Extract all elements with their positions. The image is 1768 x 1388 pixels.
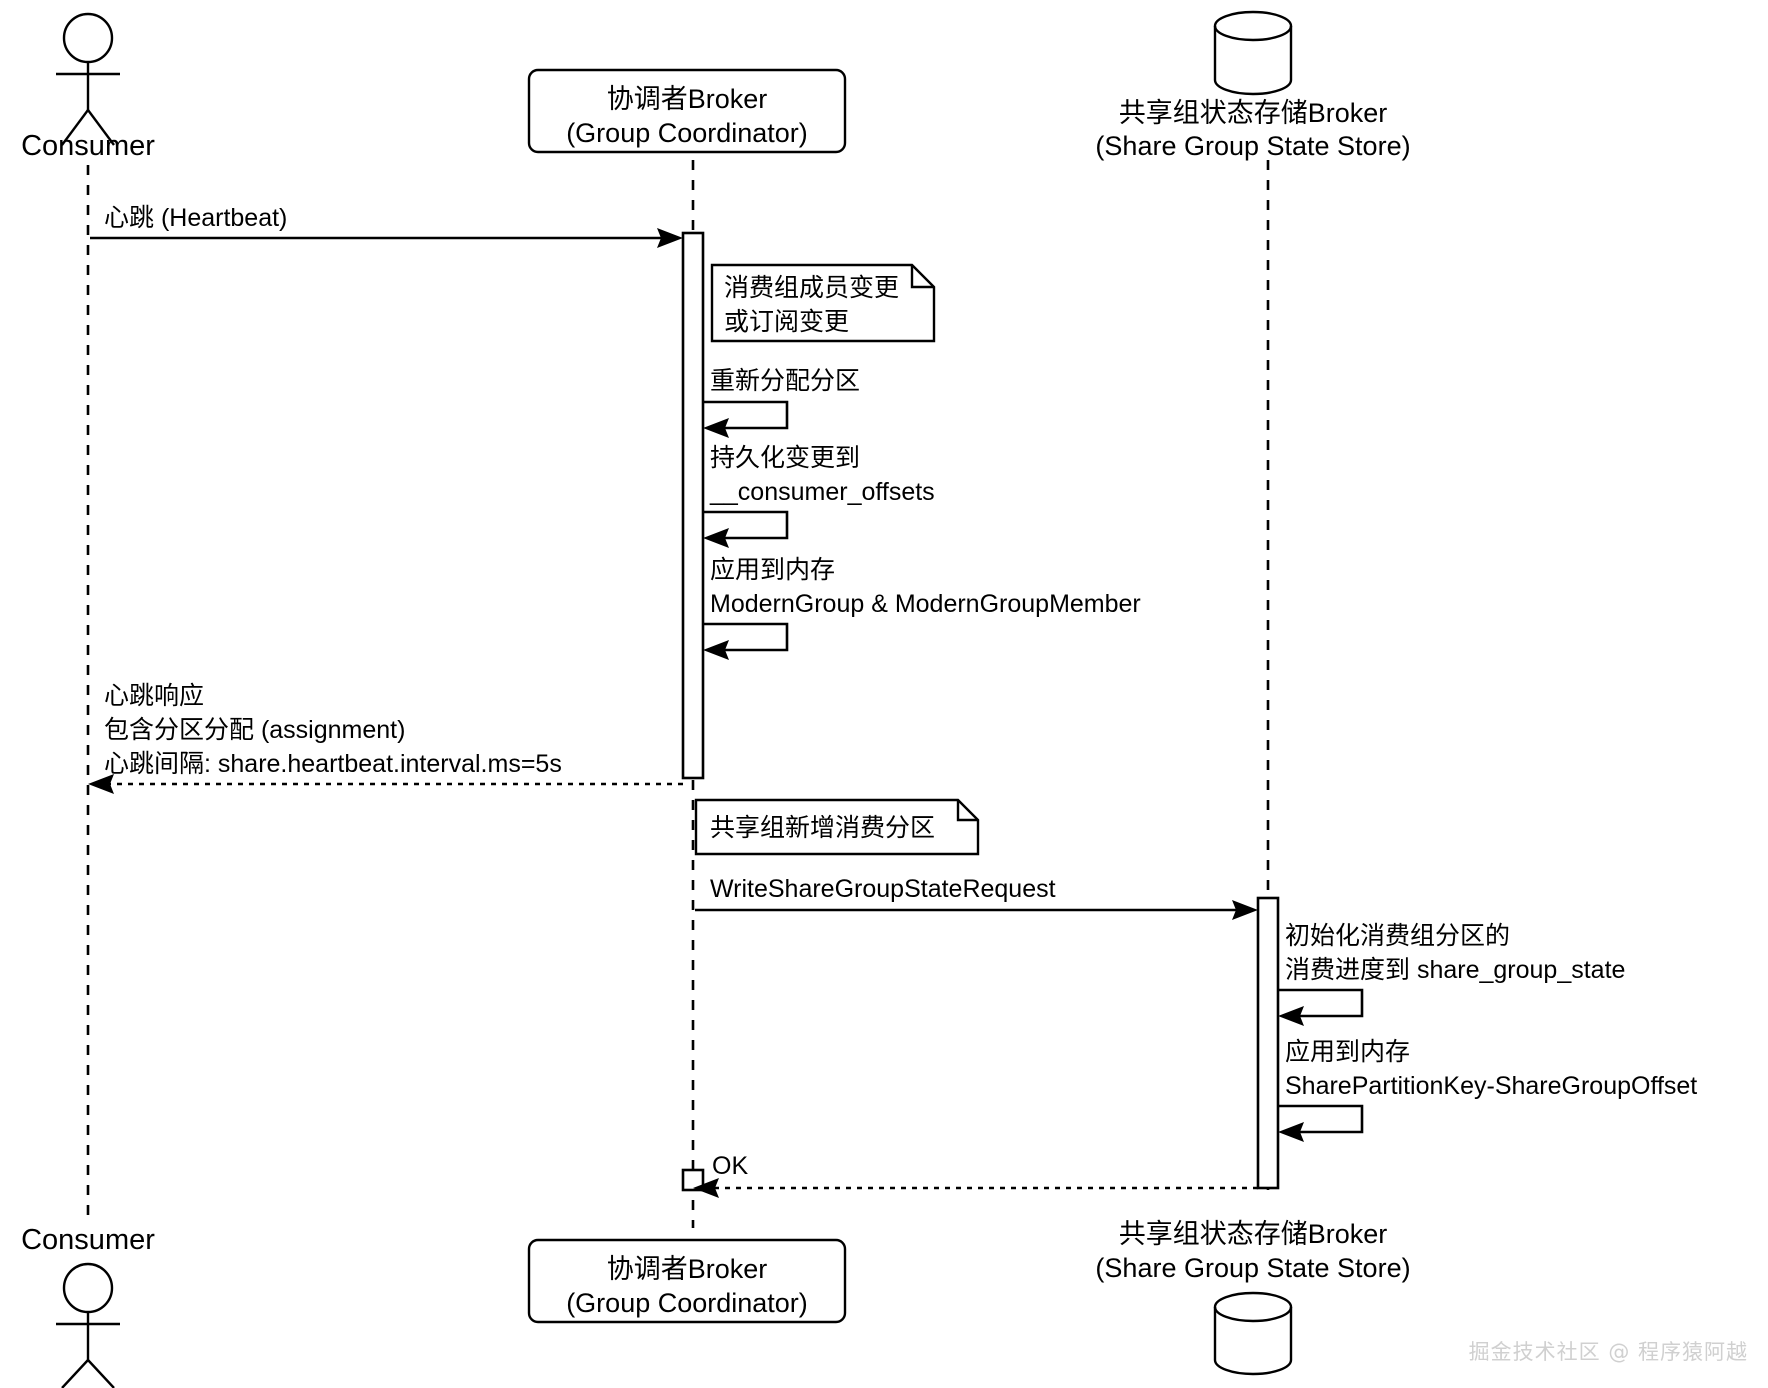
participant-label-statestore-bottom-line2: (Share Group State Store) <box>1095 1253 1410 1283</box>
note-note2: 共享组新增消费分区 <box>694 798 980 856</box>
database-bottom-body-icon <box>1213 1307 1293 1376</box>
participant-label-coordinator-top-line1: 协调者Broker <box>607 84 768 114</box>
message-label-m8-line2: SharePartitionKey-ShareGroupOffset <box>1285 1072 1697 1100</box>
message-arrowhead-m3 <box>703 528 729 548</box>
note-note1: 消费组成员变更 或订阅变更 <box>710 263 936 343</box>
message-m5-heartbeat-response[interactable]: 心跳响应 包含分区分配 (assignment) 心跳间隔: share.hea… <box>88 682 683 794</box>
participant-label-coordinator-bottom-line1: 协调者Broker <box>607 1254 768 1284</box>
message-label-m4-line1: 应用到内存 <box>710 556 835 584</box>
participant-consumer-top[interactable]: Consumer <box>21 12 155 162</box>
activation-bars <box>681 231 1280 1192</box>
message-label-m3-line1: 持久化变更到 <box>710 444 860 472</box>
database-top-ellipse-icon <box>1213 10 1293 42</box>
message-line-m3 <box>703 510 789 540</box>
message-label-m4-line2: ModernGroup & ModernGroupMember <box>710 590 1141 618</box>
message-label-m5-line3: 心跳间隔: share.heartbeat.interval.ms=5s <box>104 750 562 778</box>
participant-statestore-bottom[interactable]: 共享组状态存储Broker (Share Group State Store) <box>1095 1219 1411 1376</box>
note-text-note1-line2: 或订阅变更 <box>724 308 849 336</box>
participant-label-statestore-bottom-line1: 共享组状态存储Broker <box>1119 1219 1388 1249</box>
actor-leg-right-icon <box>87 109 115 146</box>
message-label-m5-line2: 包含分区分配 (assignment) <box>104 716 405 744</box>
message-m8-self[interactable]: 应用到内存 SharePartitionKey-ShareGroupOffset <box>1278 1038 1697 1142</box>
message-arrowhead-m9 <box>693 1178 719 1198</box>
message-label-m3-line2: __consumer_offsets <box>709 478 935 506</box>
message-arrowhead-m1 <box>657 228 683 248</box>
message-label-m2: 重新分配分区 <box>710 367 860 395</box>
message-label-m1: 心跳 (Heartbeat) <box>104 204 287 232</box>
lifelines <box>86 160 1270 1228</box>
note-text-note2-line1: 共享组新增消费分区 <box>710 814 935 842</box>
database-bottom-ellipse-icon <box>1213 1291 1293 1323</box>
message-label-m5-line1: 心跳响应 <box>104 682 204 710</box>
watermark: 掘金技术社区 @ 程序猿阿越 <box>1468 1340 1748 1364</box>
message-m9-ok[interactable]: OK <box>693 1152 1258 1198</box>
actor-leg-right-bottom-icon <box>87 1359 115 1388</box>
participant-label-statestore-top-line1: 共享组状态存储Broker <box>1119 98 1388 128</box>
note-shape-note1 <box>710 263 936 343</box>
note-fold-note2-icon <box>956 800 978 822</box>
message-label-m9: OK <box>712 1152 748 1180</box>
participant-label-coordinator-bottom-line2: (Group Coordinator) <box>566 1288 808 1318</box>
message-m1-heartbeat[interactable]: 心跳 (Heartbeat) <box>90 204 683 248</box>
message-m7-self[interactable]: 初始化消费组分区的 消费进度到 share_group_state <box>1278 922 1625 1026</box>
participant-coordinator-bottom[interactable]: 协调者Broker (Group Coordinator) <box>527 1238 847 1324</box>
participant-box-coordinator-top <box>527 68 847 154</box>
note-fold-note1-icon <box>910 265 934 289</box>
participant-consumer-bottom[interactable]: Consumer <box>21 1224 155 1388</box>
message-m3-self[interactable]: 持久化变更到 __consumer_offsets <box>703 444 935 548</box>
message-arrowhead-m5 <box>88 774 114 794</box>
actor-head-bottom-icon <box>62 1262 114 1314</box>
message-m6-write-request[interactable]: WriteShareGroupStateRequest <box>695 875 1258 920</box>
message-label-m7-line2: 消费进度到 share_group_state <box>1285 956 1625 984</box>
participant-coordinator-top[interactable]: 协调者Broker (Group Coordinator) <box>527 68 847 154</box>
message-line-m2 <box>703 400 789 430</box>
message-label-m8-line1: 应用到内存 <box>1285 1038 1410 1066</box>
message-line-m7 <box>1278 988 1364 1018</box>
participant-label-statestore-top-line2: (Share Group State Store) <box>1095 131 1410 161</box>
message-label-m6: WriteShareGroupStateRequest <box>710 875 1056 903</box>
participant-label-consumer-bottom: Consumer <box>21 1224 155 1256</box>
message-line-m8 <box>1278 1104 1364 1134</box>
participant-statestore-top[interactable]: 共享组状态存储Broker (Share Group State Store) <box>1095 10 1411 161</box>
message-m4-self[interactable]: 应用到内存 ModernGroup & ModernGroupMember <box>703 556 1141 660</box>
message-arrowhead-m4 <box>703 640 729 660</box>
note-text-note1-line1: 消费组成员变更 <box>724 274 899 302</box>
activation-coordinator-1 <box>681 231 705 780</box>
actor-leg-left-icon <box>61 109 89 146</box>
message-arrowhead-m2 <box>703 418 729 438</box>
actor-leg-left-bottom-icon <box>61 1359 89 1388</box>
activation-statestore-1 <box>1256 896 1280 1190</box>
message-arrowhead-m7 <box>1278 1006 1304 1026</box>
actor-head-icon <box>62 12 114 64</box>
activation-coordinator-2 <box>681 1168 705 1192</box>
note-shape-note2 <box>694 798 980 856</box>
participant-label-consumer-top: Consumer <box>21 130 155 162</box>
participant-label-coordinator-top-line2: (Group Coordinator) <box>566 118 808 148</box>
message-arrowhead-m6 <box>1232 900 1258 920</box>
message-label-m7-line1: 初始化消费组分区的 <box>1285 922 1510 950</box>
message-m2-self[interactable]: 重新分配分区 <box>703 367 860 438</box>
participant-box-coordinator-bottom <box>527 1238 847 1324</box>
message-arrowhead-m8 <box>1278 1122 1304 1142</box>
message-line-m4 <box>703 622 789 652</box>
database-body-icon <box>1213 26 1293 96</box>
